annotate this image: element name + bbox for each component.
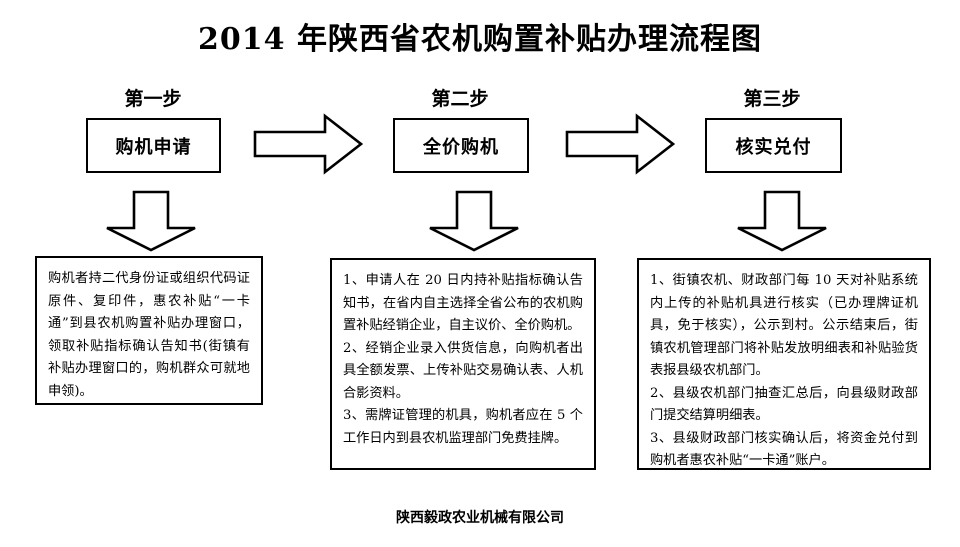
step-caption-1: 第一步 bbox=[124, 88, 182, 110]
detail-line: 3、县级财政部门核实确认后，将资金兑付到购机者惠农补贴“一卡通”账户。 bbox=[650, 430, 918, 469]
step-caption-2: 第二步 bbox=[431, 88, 489, 110]
right-arrow-icon-1 bbox=[253, 113, 363, 176]
detail-box-1: 购机者持二代身份证或组织代码证原件、复印件，惠农补贴“一卡通”到县农机购置补贴办… bbox=[35, 256, 263, 405]
detail-line: 3、需牌证管理的机具，购机者应在 5 个工作日内到县农机监理部门免费挂牌。 bbox=[343, 408, 583, 446]
down-arrow-icon-2 bbox=[427, 190, 521, 252]
step-box-1: 购机申请 bbox=[86, 118, 221, 173]
detail-box-3: 1、街镇农机、财政部门每 10 天对补贴系统内上传的补贴机具进行核实（已办理牌证… bbox=[637, 258, 931, 470]
detail-box-2: 1、申请人在 20 日内持补贴指标确认告知书，在省内自主选择全省公布的农机购置补… bbox=[330, 258, 596, 470]
step-caption-3: 第三步 bbox=[743, 88, 801, 110]
detail-line: 购机者持二代身份证或组织代码证原件、复印件，惠农补贴“一卡通”到县农机购置补贴办… bbox=[48, 271, 250, 399]
right-arrow-icon-2 bbox=[565, 113, 675, 176]
detail-line: 1、申请人在 20 日内持补贴指标确认告知书，在省内自主选择全省公布的农机购置补… bbox=[343, 273, 583, 333]
detail-line: 2、县级农机部门抽查汇总后，向县级财政部门提交结算明细表。 bbox=[650, 385, 918, 424]
footer-company-name: 陕西毅政农业机械有限公司 bbox=[396, 510, 564, 526]
down-arrow-icon-1 bbox=[104, 190, 198, 252]
down-arrow-icon-3 bbox=[735, 190, 829, 252]
page-title: 2014 年陕西省农机购置补贴办理流程图 bbox=[198, 22, 762, 57]
detail-line: 1、街镇农机、财政部门每 10 天对补贴系统内上传的补贴机具进行核实（已办理牌证… bbox=[650, 273, 918, 378]
step-box-2: 全价购机 bbox=[393, 118, 529, 173]
step-box-3: 核实兑付 bbox=[705, 118, 842, 173]
detail-line: 2、经销企业录入供货信息，向购机者出具全额发票、上传补贴交易确认表、人机合影资料… bbox=[343, 340, 583, 401]
